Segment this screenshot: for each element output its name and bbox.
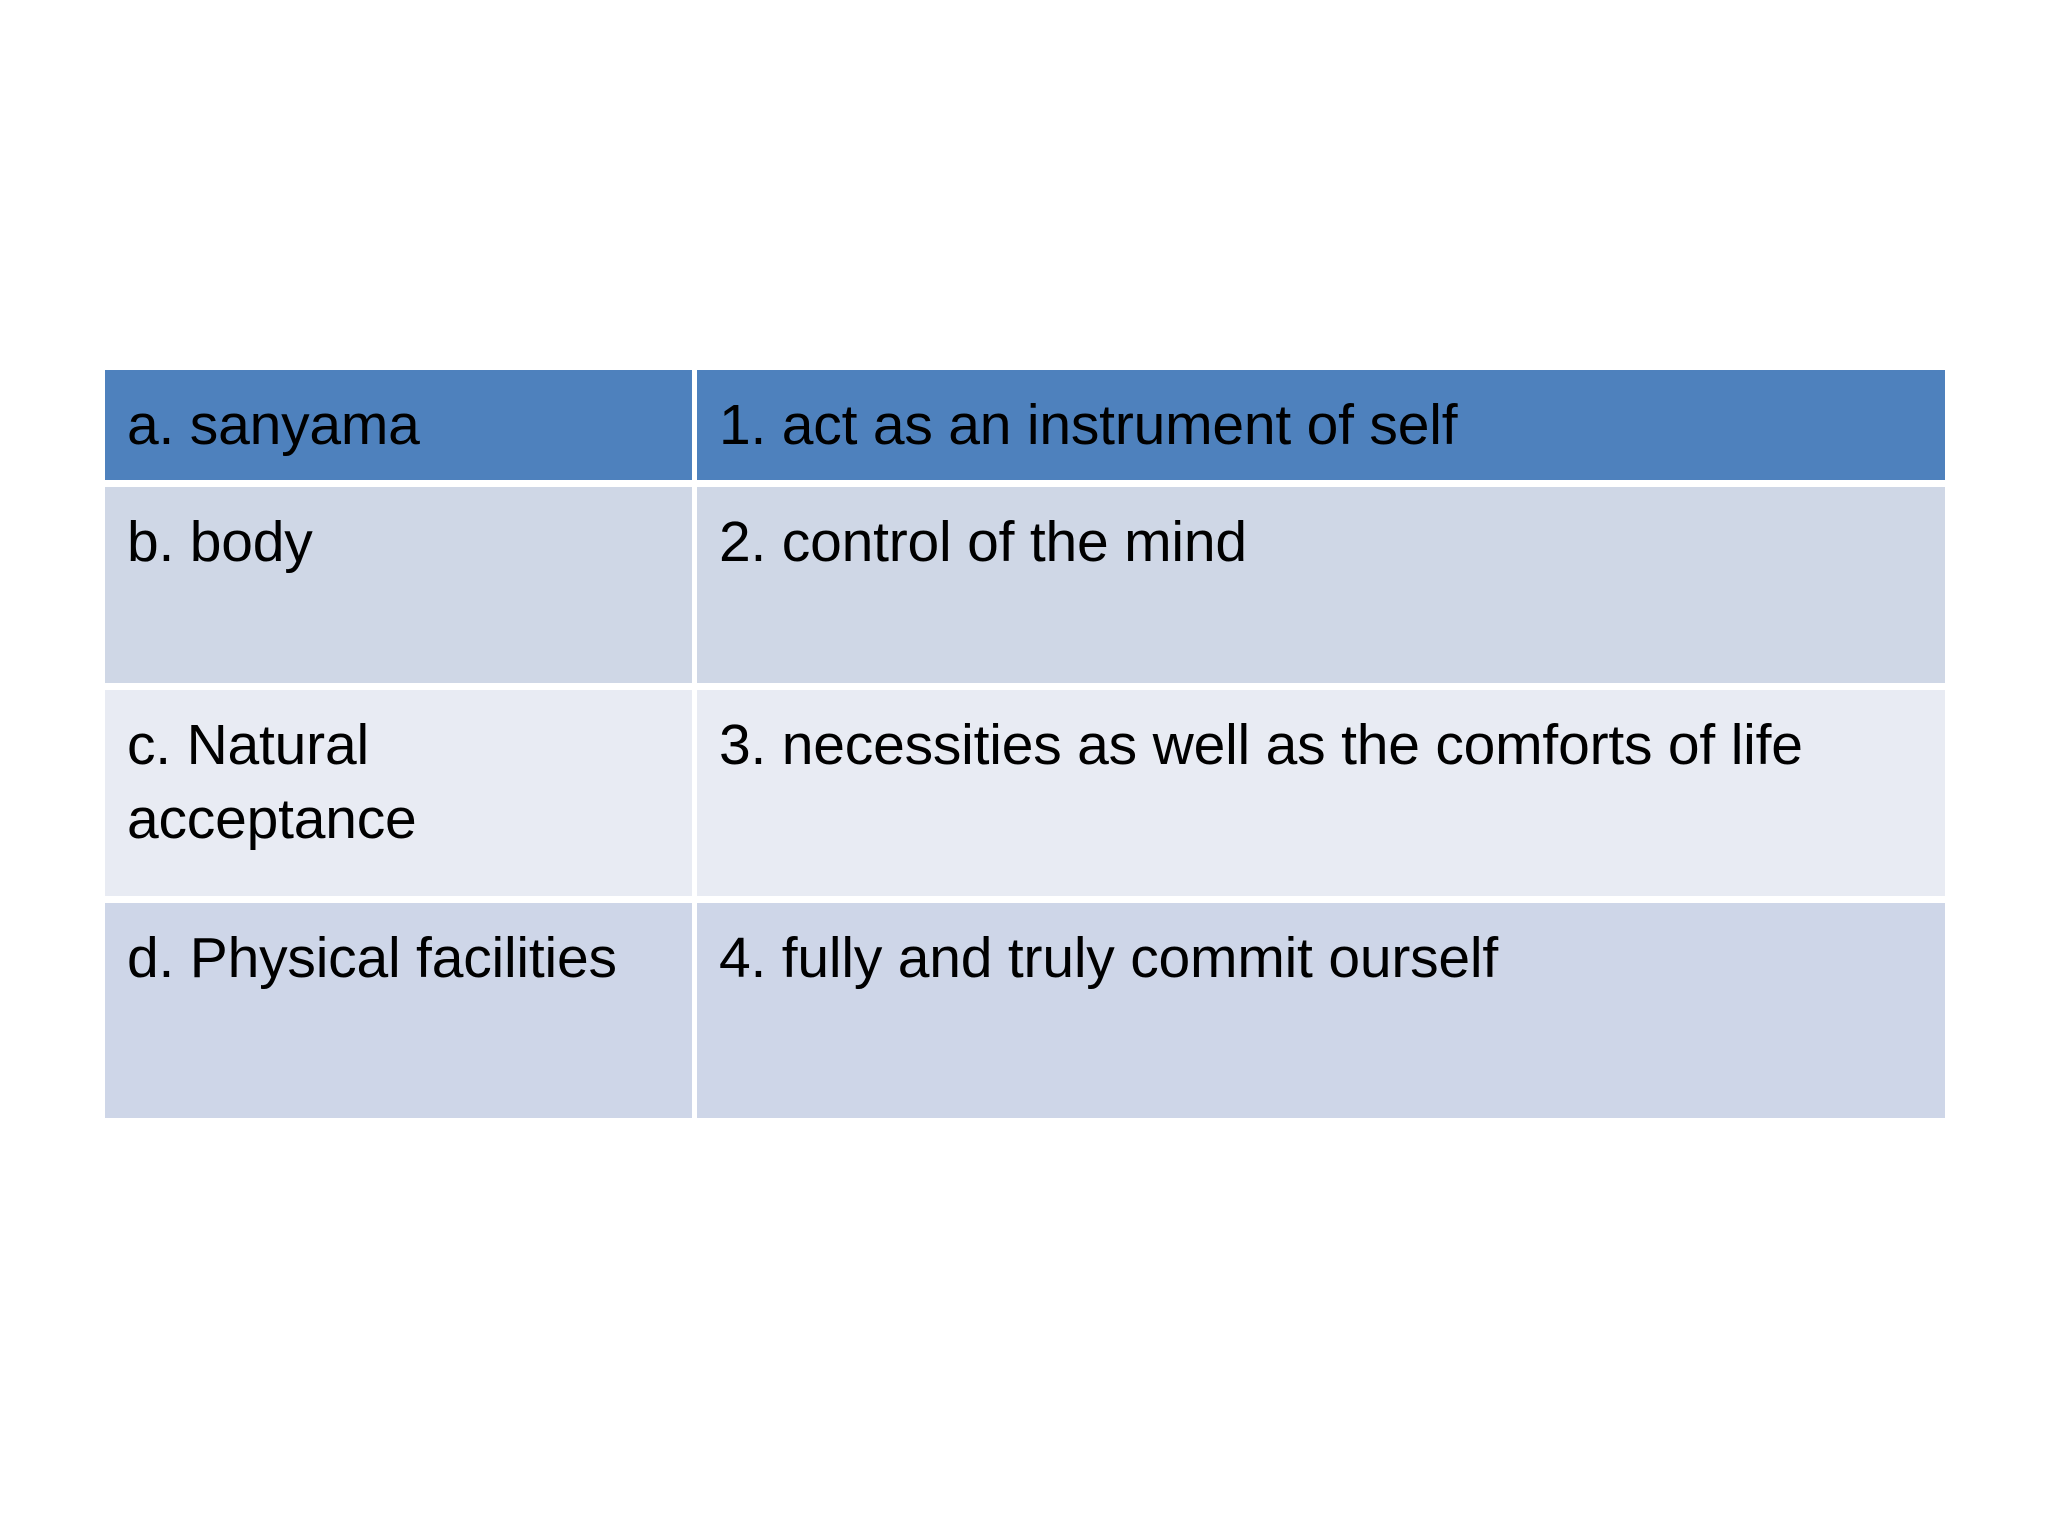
table-cell-definition-2: 2. control of the mind bbox=[697, 487, 1945, 691]
table-row-header: a. sanyama 1. act as an instrument of se… bbox=[105, 370, 1945, 488]
term-c-label: c. Natural acceptance bbox=[127, 713, 417, 852]
table-cell-term-b: b. body bbox=[105, 487, 697, 691]
table-cell-term-d: d. Physical facilities bbox=[105, 903, 697, 1119]
table-cell-definition-4: 4. fully and truly commit ourself bbox=[697, 903, 1945, 1119]
table-row: d. Physical facilities 4. fully and trul… bbox=[105, 903, 1945, 1119]
definition-3-label: 3. necessities as well as the comforts o… bbox=[719, 713, 1803, 778]
term-d-label: d. Physical facilities bbox=[127, 926, 617, 991]
table-row: c. Natural acceptance 3. necessities as … bbox=[105, 690, 1945, 904]
table-cell-definition-3: 3. necessities as well as the comforts o… bbox=[697, 690, 1945, 904]
definition-4-label: 4. fully and truly commit ourself bbox=[719, 926, 1499, 991]
matching-exercise-table: a. sanyama 1. act as an instrument of se… bbox=[105, 370, 1945, 1119]
term-a-label: a. sanyama bbox=[127, 393, 420, 457]
table-cell-term-c: c. Natural acceptance bbox=[105, 690, 697, 904]
definition-1-label: 1. act as an instrument of self bbox=[719, 393, 1458, 457]
definition-2-label: 2. control of the mind bbox=[719, 510, 1247, 575]
table-cell-term-a: a. sanyama bbox=[105, 370, 697, 488]
term-b-label: b. body bbox=[127, 510, 313, 575]
table-row: b. body 2. control of the mind bbox=[105, 487, 1945, 691]
table-cell-definition-1: 1. act as an instrument of self bbox=[697, 370, 1945, 488]
